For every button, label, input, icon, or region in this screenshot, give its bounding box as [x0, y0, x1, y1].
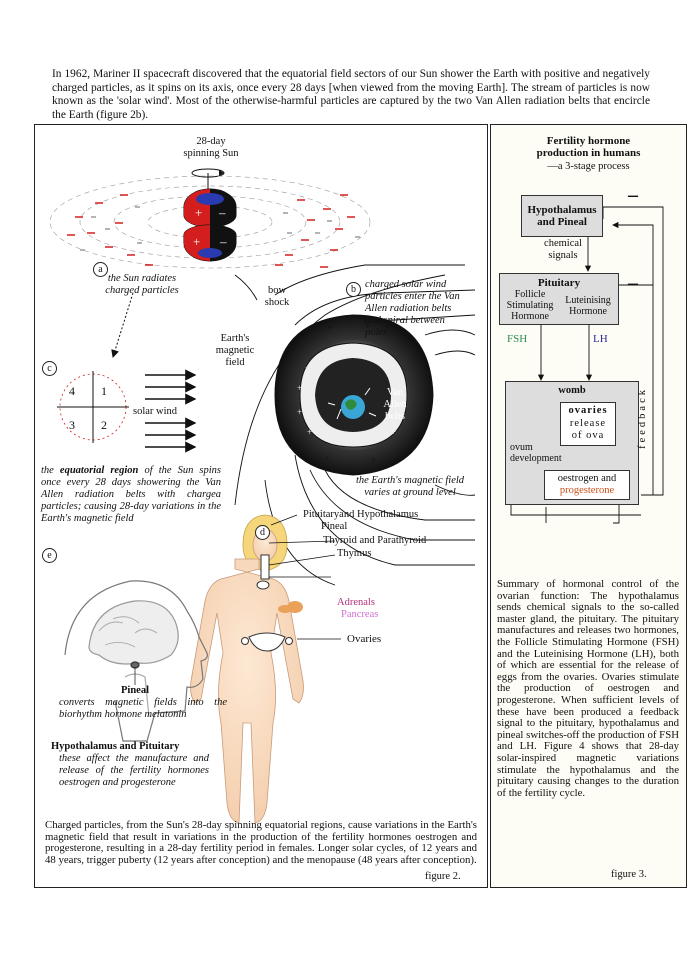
ovaries-title: ovaries — [568, 405, 608, 416]
sun-radiates-label: the Sun radiates charged particles — [105, 273, 179, 296]
pineal-description: converts magnetic fields into the biorhy… — [59, 697, 227, 720]
oestrogen-label: oestrogen and — [557, 473, 617, 484]
hypothalamus-pituitary-title: Hypothalamus and Pituitary — [51, 741, 180, 752]
field-lines — [234, 264, 476, 586]
hormones-box: oestrogen and progesterone — [544, 470, 630, 500]
figure-3-panel: Fertility hormone production in humans —… — [490, 124, 687, 888]
marker-a: a — [93, 262, 108, 277]
marker-e: e — [42, 548, 57, 563]
pituitary-title: Pituitary — [537, 277, 581, 289]
head-profile — [64, 580, 208, 742]
feedback-label: feedback — [637, 387, 648, 449]
solar-wind-arrows — [145, 369, 197, 453]
svg-text:+: + — [325, 453, 330, 463]
svg-text:+: + — [307, 427, 312, 437]
ovum-development-label: ovum development — [510, 442, 562, 464]
bow-shock-label: bow shock — [264, 285, 290, 308]
figure-2-artwork: + – + – — [49, 168, 476, 824]
svg-text:+: + — [327, 323, 332, 333]
svg-text:–: – — [398, 407, 404, 417]
follicle-label: Follicle Stimulating Hormone — [506, 289, 554, 322]
svg-text:+: + — [365, 321, 370, 331]
organs — [241, 554, 303, 652]
svg-text:+: + — [371, 455, 376, 465]
hypothalamus-box: Hypothalamus and Pineal — [521, 195, 603, 237]
marker-c: c — [42, 361, 57, 376]
svg-text:+: + — [415, 435, 420, 445]
pineal-title: Pineal — [121, 685, 149, 696]
luteinising-label: Luteinising Hormone — [565, 295, 611, 317]
figure-2-panel: + – + – — [34, 124, 488, 888]
release-ova-label: release of ova — [569, 418, 607, 441]
fig3-title: Fertility hormone production in humans — [536, 135, 641, 159]
svg-text:+: + — [297, 383, 302, 393]
thyroid-label: Thyroid and Parathyroid — [323, 535, 427, 546]
feedback-minus-bottom: – — [628, 272, 638, 294]
svg-text:+: + — [297, 407, 302, 417]
quadrant-1: 1 — [101, 384, 107, 398]
svg-text:+: + — [193, 234, 200, 249]
figure-2-caption: Charged particles, from the Sun's 28-day… — [45, 819, 477, 866]
quadrant-2: 2 — [101, 418, 107, 432]
fsh-label: FSH — [507, 333, 528, 345]
quadrant-3: 3 — [69, 418, 75, 432]
ovaries-box: ovaries release of ova — [560, 402, 616, 446]
solar-disk-quadrants — [57, 371, 129, 443]
womb-title: womb — [558, 385, 586, 396]
svg-text:+: + — [281, 423, 286, 433]
van-allen-belts: ++++ ++–+ ++++ ++++ — [274, 314, 434, 476]
marker-b: b — [346, 282, 361, 297]
svg-text:+: + — [415, 343, 420, 353]
hypothalamus-pituitary-description: these affect the manufacture and release… — [59, 753, 209, 788]
sun-top: + – — [183, 188, 237, 228]
svg-text:+: + — [195, 205, 202, 220]
svg-text:+: + — [283, 347, 288, 357]
fig3-summary: Summary of hormonal control of the ovari… — [497, 578, 679, 799]
equatorial-region-text: the equatorial region of the Sun spins o… — [41, 465, 222, 524]
marker-d: d — [255, 525, 270, 540]
charged-particles-label: charged solar wind particles enter the V… — [365, 279, 460, 338]
spinning-sun-label: 28-day spinning Sun — [183, 136, 239, 159]
solar-wind-label: solar wind — [133, 406, 178, 417]
pancreas-label: Pancreas — [341, 609, 379, 620]
svg-text:+: + — [395, 363, 400, 373]
feedback-minus-top: – — [628, 184, 638, 206]
pituitary-box: Pituitary Follicle Stimulating Hormone L… — [499, 273, 619, 325]
svg-text:+: + — [305, 363, 310, 373]
progesterone-label: progesterone — [559, 485, 615, 496]
svg-text:–: – — [218, 205, 226, 220]
sun-bottom: + – — [183, 224, 237, 262]
van-allen-label: Van Allen belts — [383, 387, 407, 422]
quadrant-4: 4 — [69, 384, 75, 398]
lh-label: LH — [593, 333, 608, 345]
womb-box: womb ovaries release of ova ovum develop… — [505, 381, 639, 505]
svg-text:+: + — [401, 383, 406, 393]
earth-magnetic-field-label: Earth's magnetic field — [215, 333, 255, 368]
field-varies-label: the Earth's magnetic field varies at gro… — [355, 475, 465, 498]
pineal-label: Pineal — [321, 521, 348, 532]
chemical-signals-label: chemical signals — [544, 238, 582, 261]
adrenals-label: Adrenals — [337, 597, 375, 608]
svg-text:–: – — [219, 234, 227, 249]
intro-paragraph: In 1962, Mariner II spacecraft discovere… — [52, 68, 650, 121]
ovaries-label: Ovaries — [347, 633, 382, 645]
figure-2-label: figure 2. — [425, 871, 461, 882]
fig3-subtitle: —a 3-stage process — [547, 161, 630, 172]
svg-text:+: + — [391, 427, 396, 437]
figure-3-label: figure 3. — [611, 869, 647, 880]
pituitary-hypothalamus-label: Pituitaryand Hypothalamus — [303, 509, 419, 520]
thymus-label: Thymus — [337, 548, 372, 559]
